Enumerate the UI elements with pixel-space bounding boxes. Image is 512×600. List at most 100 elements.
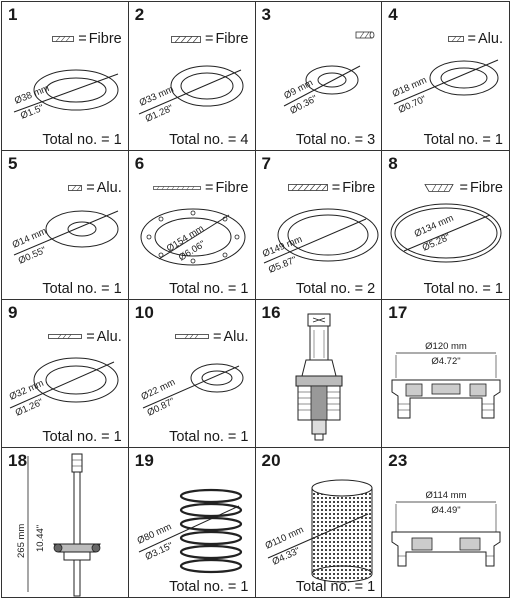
material-label: Alu. <box>96 328 122 345</box>
material-swatch-icon <box>68 185 83 191</box>
total-count: Total no. = 1 <box>42 280 122 297</box>
part-cell-18: 18 265 mm 10.44" <box>2 448 129 597</box>
tool-rod-drawing: 265 mm 10.44" <box>16 453 101 597</box>
o-ring-drawing: Ø134 mm Ø5.28" <box>390 203 502 263</box>
material-legend: =Alu. <box>68 179 122 196</box>
part-number: 8 <box>388 153 398 173</box>
washer-drawing: Ø32 mm Ø1.26" <box>8 357 119 418</box>
spring-drawing: Ø80 mm Ø3.15" <box>135 489 242 574</box>
part-number: 3 <box>261 5 272 24</box>
washer-drawing: Ø22 mm Ø0.87" <box>139 363 244 418</box>
material-label: Alu. <box>478 31 503 47</box>
total-count: Total no. = 1 <box>423 131 503 148</box>
part-number: 6 <box>134 153 145 173</box>
part-cell-9: 9 =Alu. Ø32 mm Ø1.26" Total no. = 1 <box>2 299 129 449</box>
dimension-inch: Ø4.72" <box>432 356 461 367</box>
total-count: Total no. = 1 <box>169 280 249 297</box>
dimension-inch: Ø5.87" <box>267 254 298 275</box>
part-number: 10 <box>134 302 155 322</box>
part-number: 5 <box>8 153 18 173</box>
material-legend: =Alu. <box>175 328 249 345</box>
retainer-drawing: Ø114 mm Ø4.49" <box>391 490 501 567</box>
part-cell-7: 7 =Fibre Ø149 mm Ø5.87" Total no. = 2 <box>255 150 383 300</box>
part-cell-6: 6 =Fibre Ø154 mm Ø6.06" Total no. = 1 <box>128 150 256 300</box>
washer-drawing: Ø38 mm Ø1.5" <box>13 69 119 122</box>
material-legend: =Fibre <box>287 179 376 196</box>
part-number: 1 <box>8 5 18 24</box>
material-swatch-icon <box>171 35 201 43</box>
washer-drawing: Ø14 mm Ø0.55" <box>11 210 119 267</box>
flange-gasket-drawing: Ø154 mm Ø6.06" <box>140 208 246 266</box>
material-swatch-icon <box>424 184 455 192</box>
dimension-mm: Ø110 mm <box>263 525 305 552</box>
material-label: Alu. <box>223 328 249 345</box>
total-count: Total no. = 2 <box>295 280 376 297</box>
part-cell-8: 8 =Fibre Ø134 mm Ø5.28" Total no. = 1 <box>382 151 509 300</box>
part-cell-5: 5 =Alu. Ø14 mm Ø0.55" Total no. = 1 <box>2 150 129 300</box>
material-legend: =Fibre <box>153 181 249 196</box>
part-number: 19 <box>134 451 155 471</box>
material-legend: =Alu. <box>48 328 122 345</box>
dimension-inch: 10.44" <box>35 525 46 552</box>
material-label: Fibre <box>342 179 376 196</box>
material-label: Fibre <box>88 31 122 47</box>
part-cell-17: 17 Ø120 mm Ø4.72" <box>382 300 509 449</box>
material-swatch-icon <box>287 184 328 192</box>
part-cell-23: 23 Ø114 mm Ø4.49" <box>382 448 509 597</box>
material-label: Fibre <box>469 179 503 196</box>
washer-drawing: Ø149 mm Ø5.87" <box>261 208 378 276</box>
material-swatch-icon <box>355 31 374 39</box>
dimension-inch: Ø0.70" <box>397 94 428 116</box>
part-cell-19: 19 Ø80 mm Ø3.15" Total no. = 1 <box>129 448 256 597</box>
dimension-mm: Ø120 mm <box>425 341 467 352</box>
total-count: Total no. = 3 <box>295 131 376 148</box>
dimension-inch: Ø4.33" <box>270 546 301 568</box>
part-cell-16: 16 <box>255 299 383 449</box>
total-count: Total no. = 1 <box>42 131 122 148</box>
dimension-inch: Ø4.49" <box>432 505 461 516</box>
dimension-mm: 265 mm <box>16 524 27 558</box>
part-number: 16 <box>261 302 281 322</box>
material-legend: =Fibre <box>52 32 122 47</box>
total-count: Total no. = 1 <box>42 429 122 446</box>
washer-drawing: Ø33 mm Ø1.28" <box>137 65 244 125</box>
part-cell-4: 4 =Alu. Ø18 mm Ø0.70" Total no. = 1 <box>382 2 509 151</box>
dimension-inch: Ø0.55" <box>17 245 48 267</box>
washer-drawing: Ø9 mm Ø0.36" <box>282 31 374 117</box>
part-number: 2 <box>134 5 145 24</box>
material-swatch-icon <box>52 36 75 43</box>
material-swatch-icon <box>48 334 83 340</box>
material-legend: =Alu. <box>447 31 503 47</box>
part-number: 17 <box>388 302 408 322</box>
part-cell-3: 3 Ø9 mm Ø0.36" Total no. = 3 <box>255 2 383 151</box>
strainer-drawing: Ø110 mm Ø4.33" <box>263 479 372 583</box>
total-count: Total no. = 1 <box>295 579 376 595</box>
dimension-mm: Ø114 mm <box>426 490 467 501</box>
part-number: 7 <box>261 153 272 173</box>
dimension-inch: Ø1.28" <box>143 103 174 125</box>
washer-drawing: Ø18 mm Ø0.70" <box>391 59 499 116</box>
part-cell-20: 20 Ø110 mm Ø4.33" Total no. = 1 <box>256 448 383 597</box>
retainer-drawing: Ø120 mm Ø4.72" <box>391 341 501 418</box>
total-count: Total no. = 4 <box>169 131 249 148</box>
material-label: Alu. <box>96 179 122 196</box>
dimension-inch: Ø1.26" <box>14 396 45 418</box>
part-number: 18 <box>8 451 28 471</box>
part-number: 23 <box>388 451 408 471</box>
part-cell-10: 10 =Alu. Ø22 mm Ø0.87" Total no. = 1 <box>128 299 256 449</box>
valve-insert-drawing <box>295 313 342 440</box>
material-legend: =Fibre <box>423 181 503 196</box>
material-legend: =Fibre <box>171 32 249 47</box>
material-label: Fibre <box>215 179 249 196</box>
dimension-inch: Ø3.15" <box>143 541 174 563</box>
material-swatch-icon <box>175 334 209 340</box>
total-count: Total no. = 1 <box>169 579 249 595</box>
part-number: 20 <box>261 451 281 471</box>
part-number: 9 <box>8 302 18 322</box>
part-cell-1: 1 =Fibre Ø38 mm Ø1.5" Total no. = 1 <box>2 2 129 151</box>
part-number: 4 <box>388 5 398 24</box>
dimension-inch: Ø1.5" <box>19 103 45 122</box>
material-swatch-icon <box>153 186 201 190</box>
total-count: Total no. = 1 <box>423 280 503 297</box>
